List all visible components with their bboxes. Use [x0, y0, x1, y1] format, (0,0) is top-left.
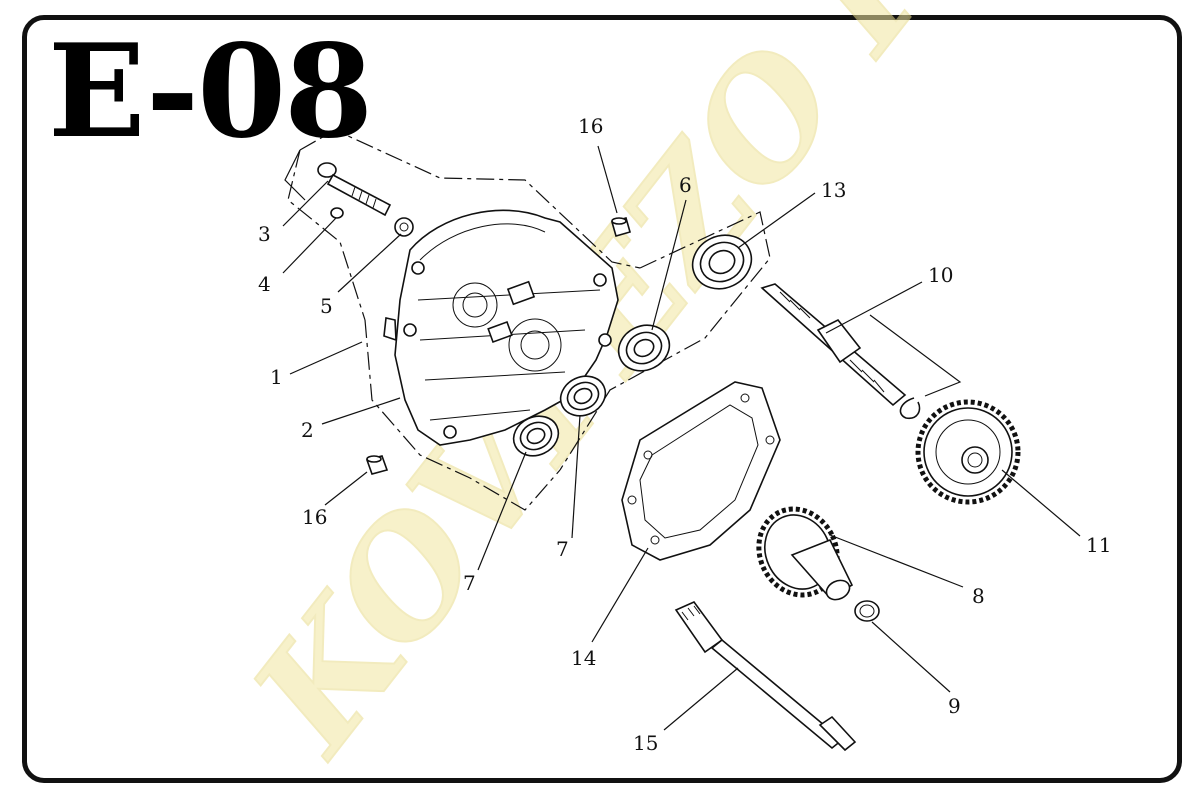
thrust-washer [854, 600, 880, 622]
small-washer [330, 207, 344, 219]
callout-5: 5 [320, 294, 333, 318]
drive-gear [756, 506, 854, 601]
callout-1: 1 [270, 365, 283, 389]
bearing-7-lower [512, 415, 560, 457]
callout-labels: 1 2 3 4 5 6 7 7 8 9 10 11 13 14 15 16 16 [258, 114, 1111, 755]
flange-nut [394, 217, 414, 237]
bearing-7-upper [559, 375, 607, 417]
circlip [899, 397, 921, 420]
callout-8: 8 [972, 584, 985, 608]
transmission-housing [383, 209, 619, 446]
callout-6: 6 [679, 173, 692, 197]
callout-11: 11 [1086, 533, 1111, 557]
callout-15: 15 [633, 731, 658, 755]
callout-3: 3 [258, 222, 271, 246]
callout-2: 2 [301, 418, 314, 442]
countershaft [760, 283, 907, 407]
drive-shaft [674, 601, 857, 752]
callout-7-upper: 7 [556, 537, 569, 561]
callout-16-top: 16 [578, 114, 603, 138]
dowel-pin-top [611, 217, 631, 237]
gasket [621, 381, 781, 561]
callout-10: 10 [928, 263, 953, 287]
callout-14: 14 [571, 646, 596, 670]
callout-13: 13 [821, 178, 846, 202]
callout-16-bottom: 16 [302, 505, 327, 529]
callout-4: 4 [258, 272, 271, 296]
bearing-13 [691, 234, 753, 290]
assembly-outline [287, 129, 771, 511]
dowel-pin-bottom [365, 455, 389, 475]
bearing-6 [617, 324, 671, 372]
page-title: E-08 [48, 17, 373, 167]
callout-7-lower: 7 [463, 571, 476, 595]
callout-9: 9 [948, 694, 961, 718]
bolt [317, 162, 392, 217]
leader-lines [282, 145, 1081, 731]
large-gear [915, 399, 1021, 505]
